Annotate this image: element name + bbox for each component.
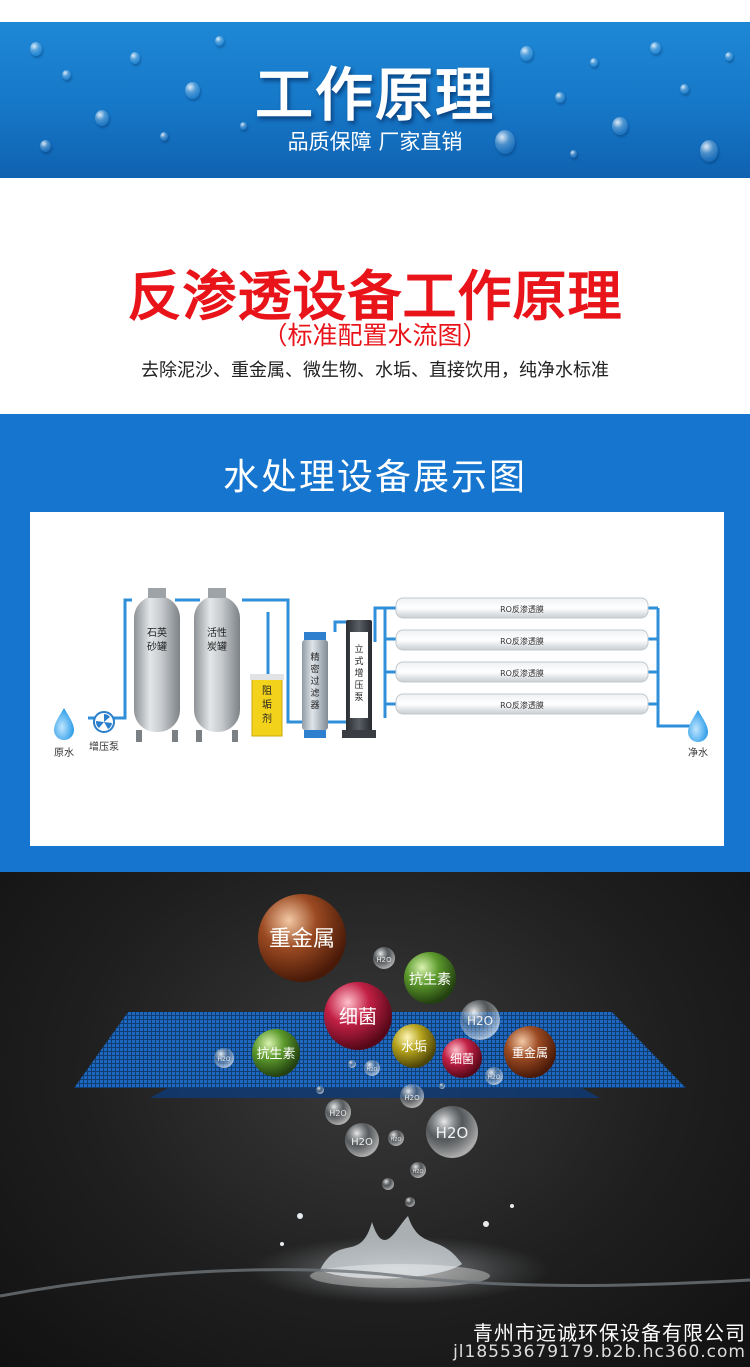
quartz-tank-label-1: 石英 bbox=[147, 626, 167, 639]
company-name: 青州市远诚环保设备有限公司 bbox=[473, 1321, 746, 1345]
bubble-bacteria-small: 细菌 bbox=[442, 1038, 482, 1078]
svg-text:H2O: H2O bbox=[329, 1109, 346, 1118]
carbon-tank-label-1: 活性 bbox=[207, 626, 227, 639]
bubble-h2o: H2O bbox=[325, 1099, 351, 1125]
svg-text:重金属: 重金属 bbox=[512, 1045, 548, 1060]
svg-text:H2O: H2O bbox=[413, 1169, 424, 1175]
filter-label-3: 过 bbox=[310, 675, 319, 687]
bubble-h2o: H2O bbox=[364, 1060, 380, 1076]
pump-label-5: 泵 bbox=[354, 692, 363, 703]
ro-membrane-2: RO反渗透膜 bbox=[395, 629, 649, 651]
bubble-h2o: H2O bbox=[485, 1067, 503, 1085]
vertical-booster-pump: 立 式 增 压 泵 bbox=[342, 620, 376, 738]
display-title: 水处理设备展示图 bbox=[222, 457, 527, 498]
raw-water-icon bbox=[54, 708, 74, 740]
svg-text:细菌: 细菌 bbox=[339, 1006, 377, 1028]
svg-text:水垢: 水垢 bbox=[401, 1040, 427, 1055]
quartz-sand-tank: 石英 砂罐 bbox=[134, 588, 180, 742]
banner-subtitle: 品质保障 厂家直销 bbox=[287, 130, 463, 154]
svg-text:H2O: H2O bbox=[487, 1074, 500, 1081]
headline-subtitle: （标准配置水流图） bbox=[262, 321, 488, 350]
antiscalant-dosing-box: 阻 垢 剂 bbox=[250, 674, 284, 737]
company-url: jl18553679179.b2b.hc360.com bbox=[453, 1342, 746, 1362]
svg-text:重金属: 重金属 bbox=[269, 927, 335, 952]
svg-text:细菌: 细菌 bbox=[450, 1052, 474, 1066]
antiscalant-label-1: 阻 bbox=[262, 685, 272, 697]
bubble-h2o: H2O bbox=[345, 1123, 379, 1157]
bubble-heavy-metal-small: 重金属 bbox=[504, 1026, 556, 1078]
antiscalant-label-2: 垢 bbox=[262, 699, 272, 711]
pump-label-4: 压 bbox=[354, 680, 363, 691]
ro-membrane-4: RO反渗透膜 bbox=[395, 693, 649, 715]
bubble-h2o: H2O bbox=[400, 1084, 424, 1108]
pure-water-icon bbox=[688, 710, 708, 742]
svg-text:H2O: H2O bbox=[351, 1137, 373, 1148]
ro-membrane-label: RO反渗透膜 bbox=[500, 636, 544, 646]
pump-label-1: 立 bbox=[354, 643, 363, 655]
banner: 工作原理 品质保障 厂家直销 bbox=[0, 22, 750, 178]
ro-membrane-label: RO反渗透膜 bbox=[500, 668, 544, 678]
filter-label-2: 密 bbox=[310, 663, 319, 675]
bubble-h2o: H2O bbox=[214, 1048, 234, 1068]
filtration-illustration: 重金属 抗生素 细菌 抗生素 水垢 细菌 重金属 H2O bbox=[0, 872, 750, 1367]
bubble-h2o: H2O bbox=[373, 947, 395, 969]
svg-text:H2O: H2O bbox=[404, 1094, 420, 1102]
bubble-scale: 水垢 bbox=[392, 1024, 436, 1068]
svg-text:H2O: H2O bbox=[467, 1014, 493, 1028]
bubble-h2o: H2O bbox=[426, 1106, 478, 1158]
bubble-antibiotic-left: 抗生素 bbox=[252, 1029, 300, 1077]
svg-text:H2O: H2O bbox=[391, 1137, 402, 1143]
display-section: 水处理设备展示图 bbox=[0, 414, 750, 872]
bubble-heavy-metal-large: 重金属 bbox=[258, 894, 346, 982]
filter-label-5: 器 bbox=[310, 700, 319, 711]
pure-water-label: 净水 bbox=[688, 746, 708, 759]
svg-text:抗生素: 抗生素 bbox=[256, 1047, 295, 1062]
bubble-h2o: H2O bbox=[460, 1000, 500, 1040]
pump-label-3: 增 bbox=[354, 667, 363, 679]
banner-title: 工作原理 bbox=[254, 61, 495, 129]
pump-label-2: 式 bbox=[354, 655, 363, 667]
bubble-h2o: H2O bbox=[388, 1130, 404, 1146]
bubble-h2o: H2O bbox=[410, 1162, 426, 1178]
ro-membrane-3: RO反渗透膜 bbox=[395, 661, 649, 683]
filter-label-4: 滤 bbox=[310, 687, 319, 699]
precision-filter: 精 密 过 滤 器 bbox=[302, 632, 328, 738]
booster-pump-icon bbox=[93, 711, 115, 733]
svg-text:H2O: H2O bbox=[367, 1067, 378, 1073]
svg-text:H2O: H2O bbox=[376, 956, 392, 964]
quartz-tank-label-2: 砂罐 bbox=[147, 640, 167, 653]
carbon-tank-label-2: 炭罐 bbox=[207, 640, 227, 653]
antiscalant-label-3: 剂 bbox=[262, 712, 272, 725]
ro-membrane-1: RO反渗透膜 bbox=[395, 597, 649, 619]
flow-diagram: 原水 增压泵 石英 砂罐 bbox=[30, 512, 724, 846]
bubble-antibiotic-top: 抗生素 bbox=[404, 952, 456, 1004]
headline-title: 反渗透设备工作原理 bbox=[127, 265, 623, 328]
headline-description: 去除泥沙、重金属、微生物、水垢、直接饮用，纯净水标准 bbox=[141, 360, 609, 381]
svg-text:抗生素: 抗生素 bbox=[409, 972, 451, 988]
svg-text:H2O: H2O bbox=[436, 1124, 469, 1142]
filter-label-1: 精 bbox=[310, 651, 319, 663]
svg-text:H2O: H2O bbox=[217, 1056, 230, 1063]
ro-membrane-label: RO反渗透膜 bbox=[500, 604, 544, 614]
booster-pump-label: 增压泵 bbox=[89, 740, 119, 753]
water-splash bbox=[0, 1204, 750, 1304]
raw-water-label: 原水 bbox=[54, 747, 74, 759]
bubble-bacteria-large: 细菌 bbox=[324, 982, 392, 1050]
ro-membrane-label: RO反渗透膜 bbox=[500, 700, 544, 710]
activated-carbon-tank: 活性 炭罐 bbox=[194, 588, 240, 742]
